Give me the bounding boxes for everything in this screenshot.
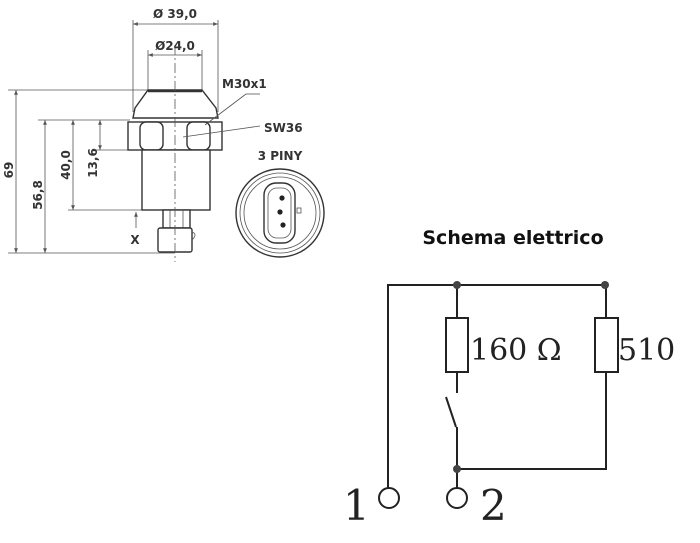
connector-label: 3 PINY	[258, 149, 303, 163]
resistor-510	[594, 317, 619, 373]
thread-label: M30x1	[222, 77, 267, 91]
resistor-160	[445, 317, 469, 373]
dim-height-56-8: 56,8	[31, 180, 45, 210]
schematic-title: Schema elettrico	[422, 227, 603, 249]
terminal-2-label: 2	[480, 481, 507, 530]
electrical-schematic: Schema elettrico 160 Ω 510 1 2	[343, 227, 675, 530]
dim-outer-diameter: Ø 39,0	[153, 7, 197, 21]
dim-height-13-6: 13,6	[86, 148, 100, 178]
switch-contact	[445, 396, 457, 428]
terminal-1	[378, 487, 400, 509]
dim-total-height: 69	[2, 162, 16, 179]
connector-face-view	[235, 168, 325, 258]
resistor-510-label: 510	[618, 333, 675, 368]
dim-x: X	[130, 233, 140, 247]
wrench-size-label: SW36	[264, 121, 303, 135]
resistor-160-label: 160 Ω	[470, 333, 562, 368]
dim-inner-diameter: Ø24,0	[155, 39, 195, 53]
terminal-2	[446, 487, 468, 509]
terminal-1-label: 1	[343, 481, 370, 530]
dim-height-40: 40,0	[59, 150, 73, 180]
switch-dimension-drawing: Ø 39,0 Ø24,0 M30x1 SW36 3 PINY 69 56,8 4…	[2, 7, 325, 262]
